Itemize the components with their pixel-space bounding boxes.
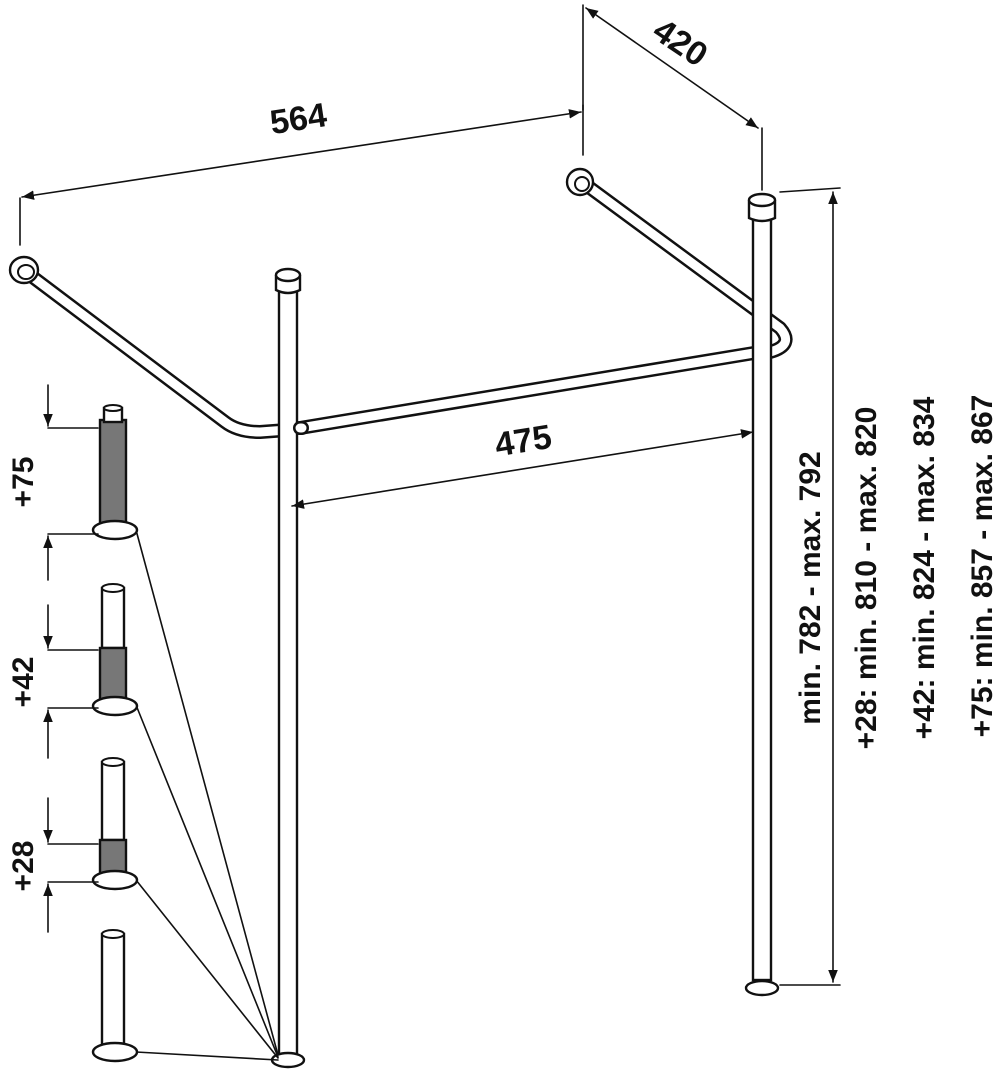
extension-75: +75 (7, 384, 139, 581)
label-height-75: +75: min. 857 - max. 867 (966, 395, 999, 738)
extension-28: +28 (7, 757, 139, 933)
label-depth-top: 420 (646, 11, 714, 74)
label-inner-width: 475 (492, 418, 554, 464)
label-height-28: +28: min. 810 - max. 820 (850, 407, 883, 750)
label-extension-42: +42 (7, 657, 40, 708)
dimension-depth-top: 420 (582, 4, 763, 191)
label-width-top: 564 (267, 96, 329, 142)
extension-42: +42 (7, 583, 139, 759)
label-extension-28: +28 (7, 841, 40, 892)
dimension-width-top: 564 (19, 96, 584, 246)
leg-front-right (744, 192, 780, 997)
frame-tubes (19, 175, 793, 439)
standard-foot (91, 929, 139, 1063)
label-height-42: +42: min. 824 - max. 834 (908, 396, 941, 739)
dimension-height (779, 187, 841, 986)
label-extension-75: +75 (7, 457, 40, 508)
wall-rosette-left (8, 255, 40, 285)
dimension-inner-width: 475 (291, 418, 754, 509)
leader-lines (135, 529, 279, 1061)
label-height-range: min. 782 - max. 792 (794, 451, 827, 725)
wall-rosette-right (565, 167, 595, 197)
leg-front-left (270, 267, 306, 1069)
